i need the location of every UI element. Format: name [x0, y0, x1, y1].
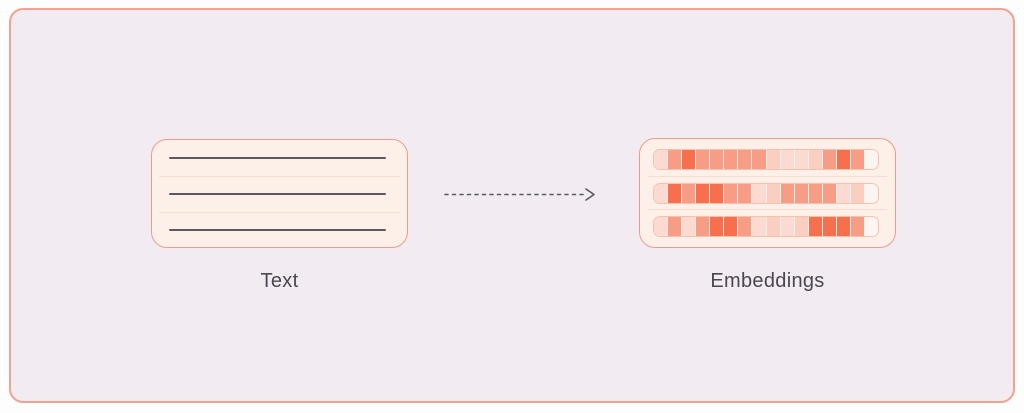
embedding-cell — [850, 150, 864, 169]
embedding-cell — [710, 183, 724, 203]
embedding-cell — [668, 183, 682, 203]
row-divider — [648, 175, 887, 177]
embedding-cell — [738, 217, 752, 236]
embedding-cell — [822, 150, 836, 169]
embedding-cell — [780, 217, 794, 236]
embedding-cell — [710, 217, 724, 236]
text-line-faint — [159, 211, 400, 213]
embedding-cell — [668, 217, 682, 236]
embedding-cell — [668, 150, 682, 169]
embedding-cell — [654, 217, 668, 236]
embedding-cell — [752, 217, 766, 236]
embedding-cell — [766, 183, 780, 203]
diagram-canvas: Text Embeddings — [9, 8, 1015, 403]
embeddings-card — [639, 138, 896, 248]
embedding-cell — [724, 150, 738, 169]
embedding-rows — [640, 139, 895, 247]
embeddings-label: Embeddings — [710, 270, 825, 292]
embedding-cell — [696, 150, 710, 169]
embedding-cell — [808, 150, 822, 169]
text-lines — [152, 140, 407, 247]
embedding-cell — [794, 150, 808, 169]
embedding-cell — [682, 183, 696, 203]
embedding-cell — [864, 217, 878, 236]
embedding-cell — [724, 183, 738, 203]
embedding-cell — [836, 183, 850, 203]
text-card — [151, 139, 408, 248]
text-line-strong — [169, 193, 386, 195]
embedding-vector-row — [653, 182, 879, 204]
embedding-cell — [654, 150, 668, 169]
embedding-cell — [836, 150, 850, 169]
text-line-strong — [169, 229, 386, 231]
embedding-cell — [794, 217, 808, 236]
embedding-cell — [822, 217, 836, 236]
embedding-cell — [724, 217, 738, 236]
embedding-cell — [654, 183, 668, 203]
embedding-cell — [752, 150, 766, 169]
embedding-cell — [752, 183, 766, 203]
text-line-faint — [159, 175, 400, 177]
embedding-cell — [780, 183, 794, 203]
embedding-cell — [738, 183, 752, 203]
embedding-cell — [850, 217, 864, 236]
embedding-vector-row — [653, 149, 879, 170]
embedding-cell — [738, 150, 752, 169]
text-label: Text — [260, 270, 299, 292]
embedding-cell — [696, 183, 710, 203]
embedding-cell — [864, 150, 878, 169]
row-divider — [648, 209, 887, 211]
embedding-cell — [822, 183, 836, 203]
embedding-cell — [766, 217, 780, 236]
embedding-cell — [682, 217, 696, 236]
embedding-cell — [808, 183, 822, 203]
embedding-cell — [808, 217, 822, 236]
embedding-cell — [710, 150, 724, 169]
embedding-cell — [794, 183, 808, 203]
embedding-cell — [696, 217, 710, 236]
embedding-cell — [850, 183, 864, 203]
embedding-cell — [766, 150, 780, 169]
text-line-strong — [169, 157, 386, 159]
embedding-cell — [864, 183, 878, 203]
flow-arrow-icon — [444, 188, 595, 201]
embedding-vector-row — [653, 216, 879, 237]
embedding-cell — [780, 150, 794, 169]
embedding-cell — [682, 150, 696, 169]
embedding-cell — [836, 217, 850, 236]
